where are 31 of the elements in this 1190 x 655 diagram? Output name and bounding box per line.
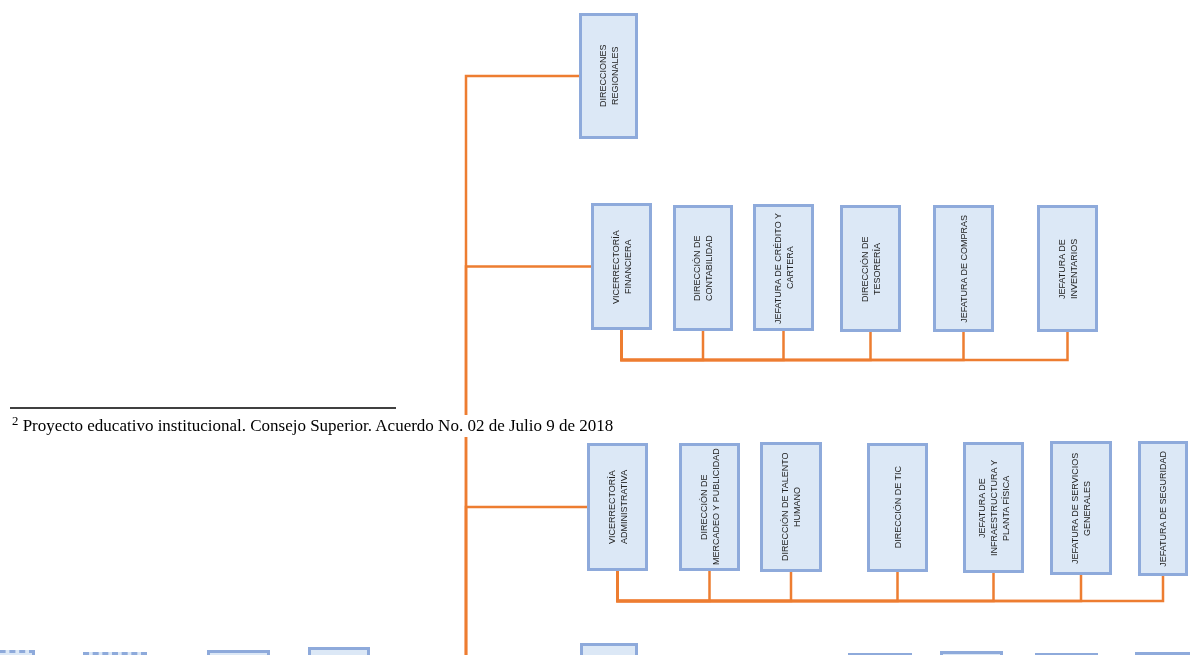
box-label: DIRECCIONES REGIONALES xyxy=(596,43,621,110)
org-box xyxy=(579,13,638,139)
box-label: JEFATURA DE INFRAESTRUCTURA Y PLANTA FÍSICA xyxy=(975,458,1012,558)
box-label: JEFATURA DE COMPRAS xyxy=(957,214,970,323)
box-label: DIRECCIÓN DE TESORERÍA xyxy=(858,234,883,304)
org-box xyxy=(1138,441,1188,576)
org-box xyxy=(840,205,901,332)
org-box xyxy=(679,443,740,571)
box-label: VICERRECTORÍA ADMINISTRATIVA xyxy=(605,468,630,547)
box-label: DIRECCIÓN DE TIC xyxy=(891,466,904,549)
box-label: VICERRECTORÍA FINANCIERA xyxy=(609,228,634,306)
org-box xyxy=(1037,205,1098,332)
org-box xyxy=(591,203,652,330)
box-label: JEFATURA DE SERVICIOS GENERALES xyxy=(1069,451,1093,566)
box-label: DIRECCIÓN DE CONTABILIDAD xyxy=(691,234,715,303)
org-box xyxy=(1050,441,1112,575)
box-label: JEFATURA DE CRÉDITO Y CARTERA xyxy=(771,211,796,326)
box-label: DIRECCIÓN DE MERCADEO Y PUBLICIDAD xyxy=(697,448,722,566)
footnote-text: $^{2}$ Proyecto educativo institucional. Consejo Superior. Acuerdo No. 02 de Julio 9 de 2018 xyxy=(12,415,614,437)
org-box xyxy=(867,443,928,572)
connector-line xyxy=(464,505,587,655)
box-label: JEFATURA DE INVENTARIOS xyxy=(1055,237,1080,301)
org-box xyxy=(753,204,814,331)
org-box xyxy=(673,205,733,331)
org-box xyxy=(933,205,994,332)
box-label: JEFATURA DE SEGURIDAD xyxy=(1157,450,1169,567)
org-box xyxy=(760,442,822,572)
org-box xyxy=(587,443,648,571)
box-label: DIRECCIÓN DE TALENTO HUMANO xyxy=(779,451,803,564)
connector-line xyxy=(620,330,1069,362)
org-box xyxy=(963,442,1024,573)
